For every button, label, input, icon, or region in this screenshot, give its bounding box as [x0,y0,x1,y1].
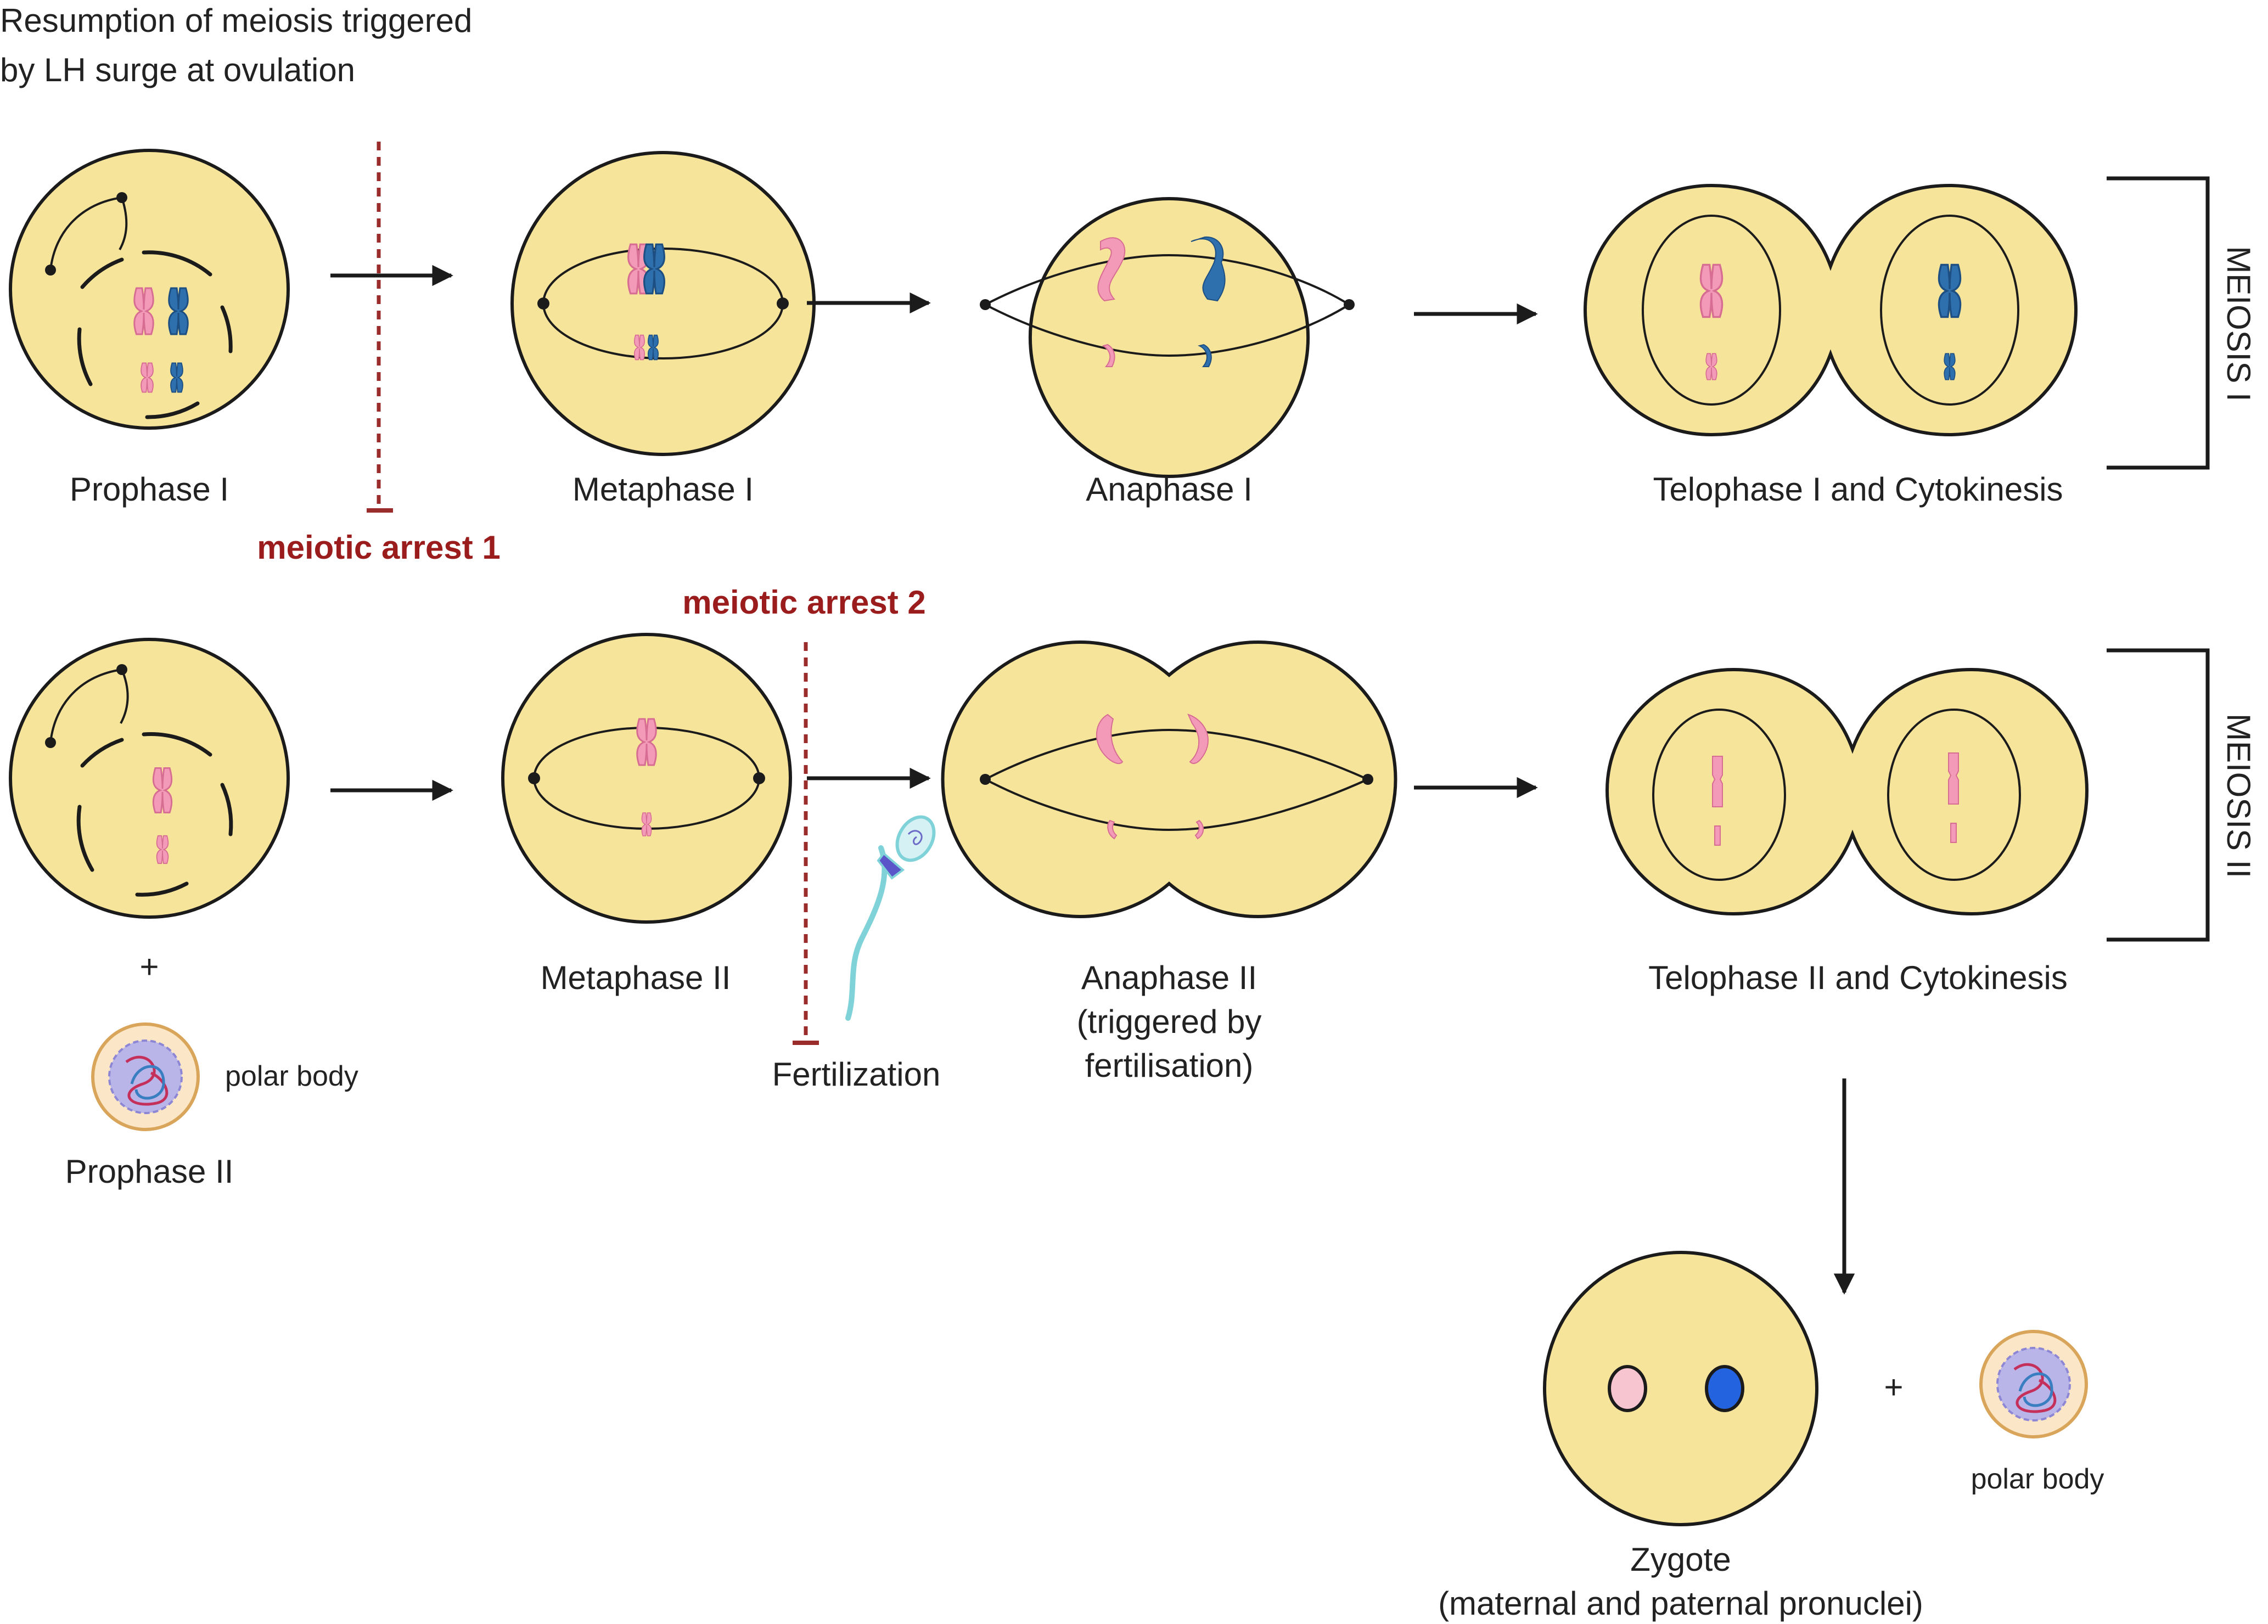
maternal-pronucleus [1608,1365,1647,1412]
zygote-label-line1: Zygote [1630,1541,1731,1578]
polar-body-2-label: polar body [1971,1463,2104,1495]
metaphase2-label: Metaphase II [541,959,731,996]
anaphase2-label-line3: fertilisation) [1085,1047,1254,1084]
prophase2-cell [9,638,290,919]
meiosis1-label: MEIOSIS I [2220,246,2257,401]
paternal-pronucleus [1705,1365,1744,1412]
telophase1-label: Telophase I and Cytokinesis [1653,471,2063,508]
anaphase2-cell [941,640,1397,918]
polar-body-1 [91,1022,200,1131]
anaphase2-label-line1: Anaphase II [1081,959,1257,996]
anaphase1-cell [980,196,1355,479]
anaphase2-label-line2: (triggered by [1077,1003,1262,1040]
anaphase1-label: Anaphase I [1086,471,1253,508]
polar-body-1-label: polar body [225,1060,358,1092]
meiotic-arrest-2-label: meiotic arrest 2 [682,584,926,621]
meiosis2-label: MEIOSIS II [2220,713,2257,878]
zygote-cell [1543,1251,1818,1526]
metaphase1-cell [510,151,816,456]
metaphase1-label: Metaphase I [572,471,754,508]
telophase2-label: Telophase II and Cytokinesis [1648,959,2068,996]
fertilization-label: Fertilization [772,1056,941,1093]
prophase1-label: Prophase I [70,471,229,508]
sperm-icon [845,815,936,1021]
meiotic-arrest-1-label: meiotic arrest 1 [257,529,501,566]
polar-body-2 [1979,1330,2088,1438]
figure-title-line2: by LH surge at ovulation [0,52,355,88]
telophase2-cell [1605,667,2089,916]
meiosis1-bracket [2107,176,2210,470]
figure-title-line1: Resumption of meiosis triggered [0,2,472,39]
prophase2-label: Prophase II [65,1153,234,1190]
zygote-label-line2: (maternal and paternal pronuclei) [1438,1585,1923,1622]
prophase2-plus: + [139,948,159,985]
prophase1-cell [9,149,290,430]
telophase1-cell [1583,183,2078,437]
zygote-plus: + [1884,1369,1903,1406]
meiosis2-bracket [2107,648,2210,942]
metaphase2-cell [501,633,792,924]
